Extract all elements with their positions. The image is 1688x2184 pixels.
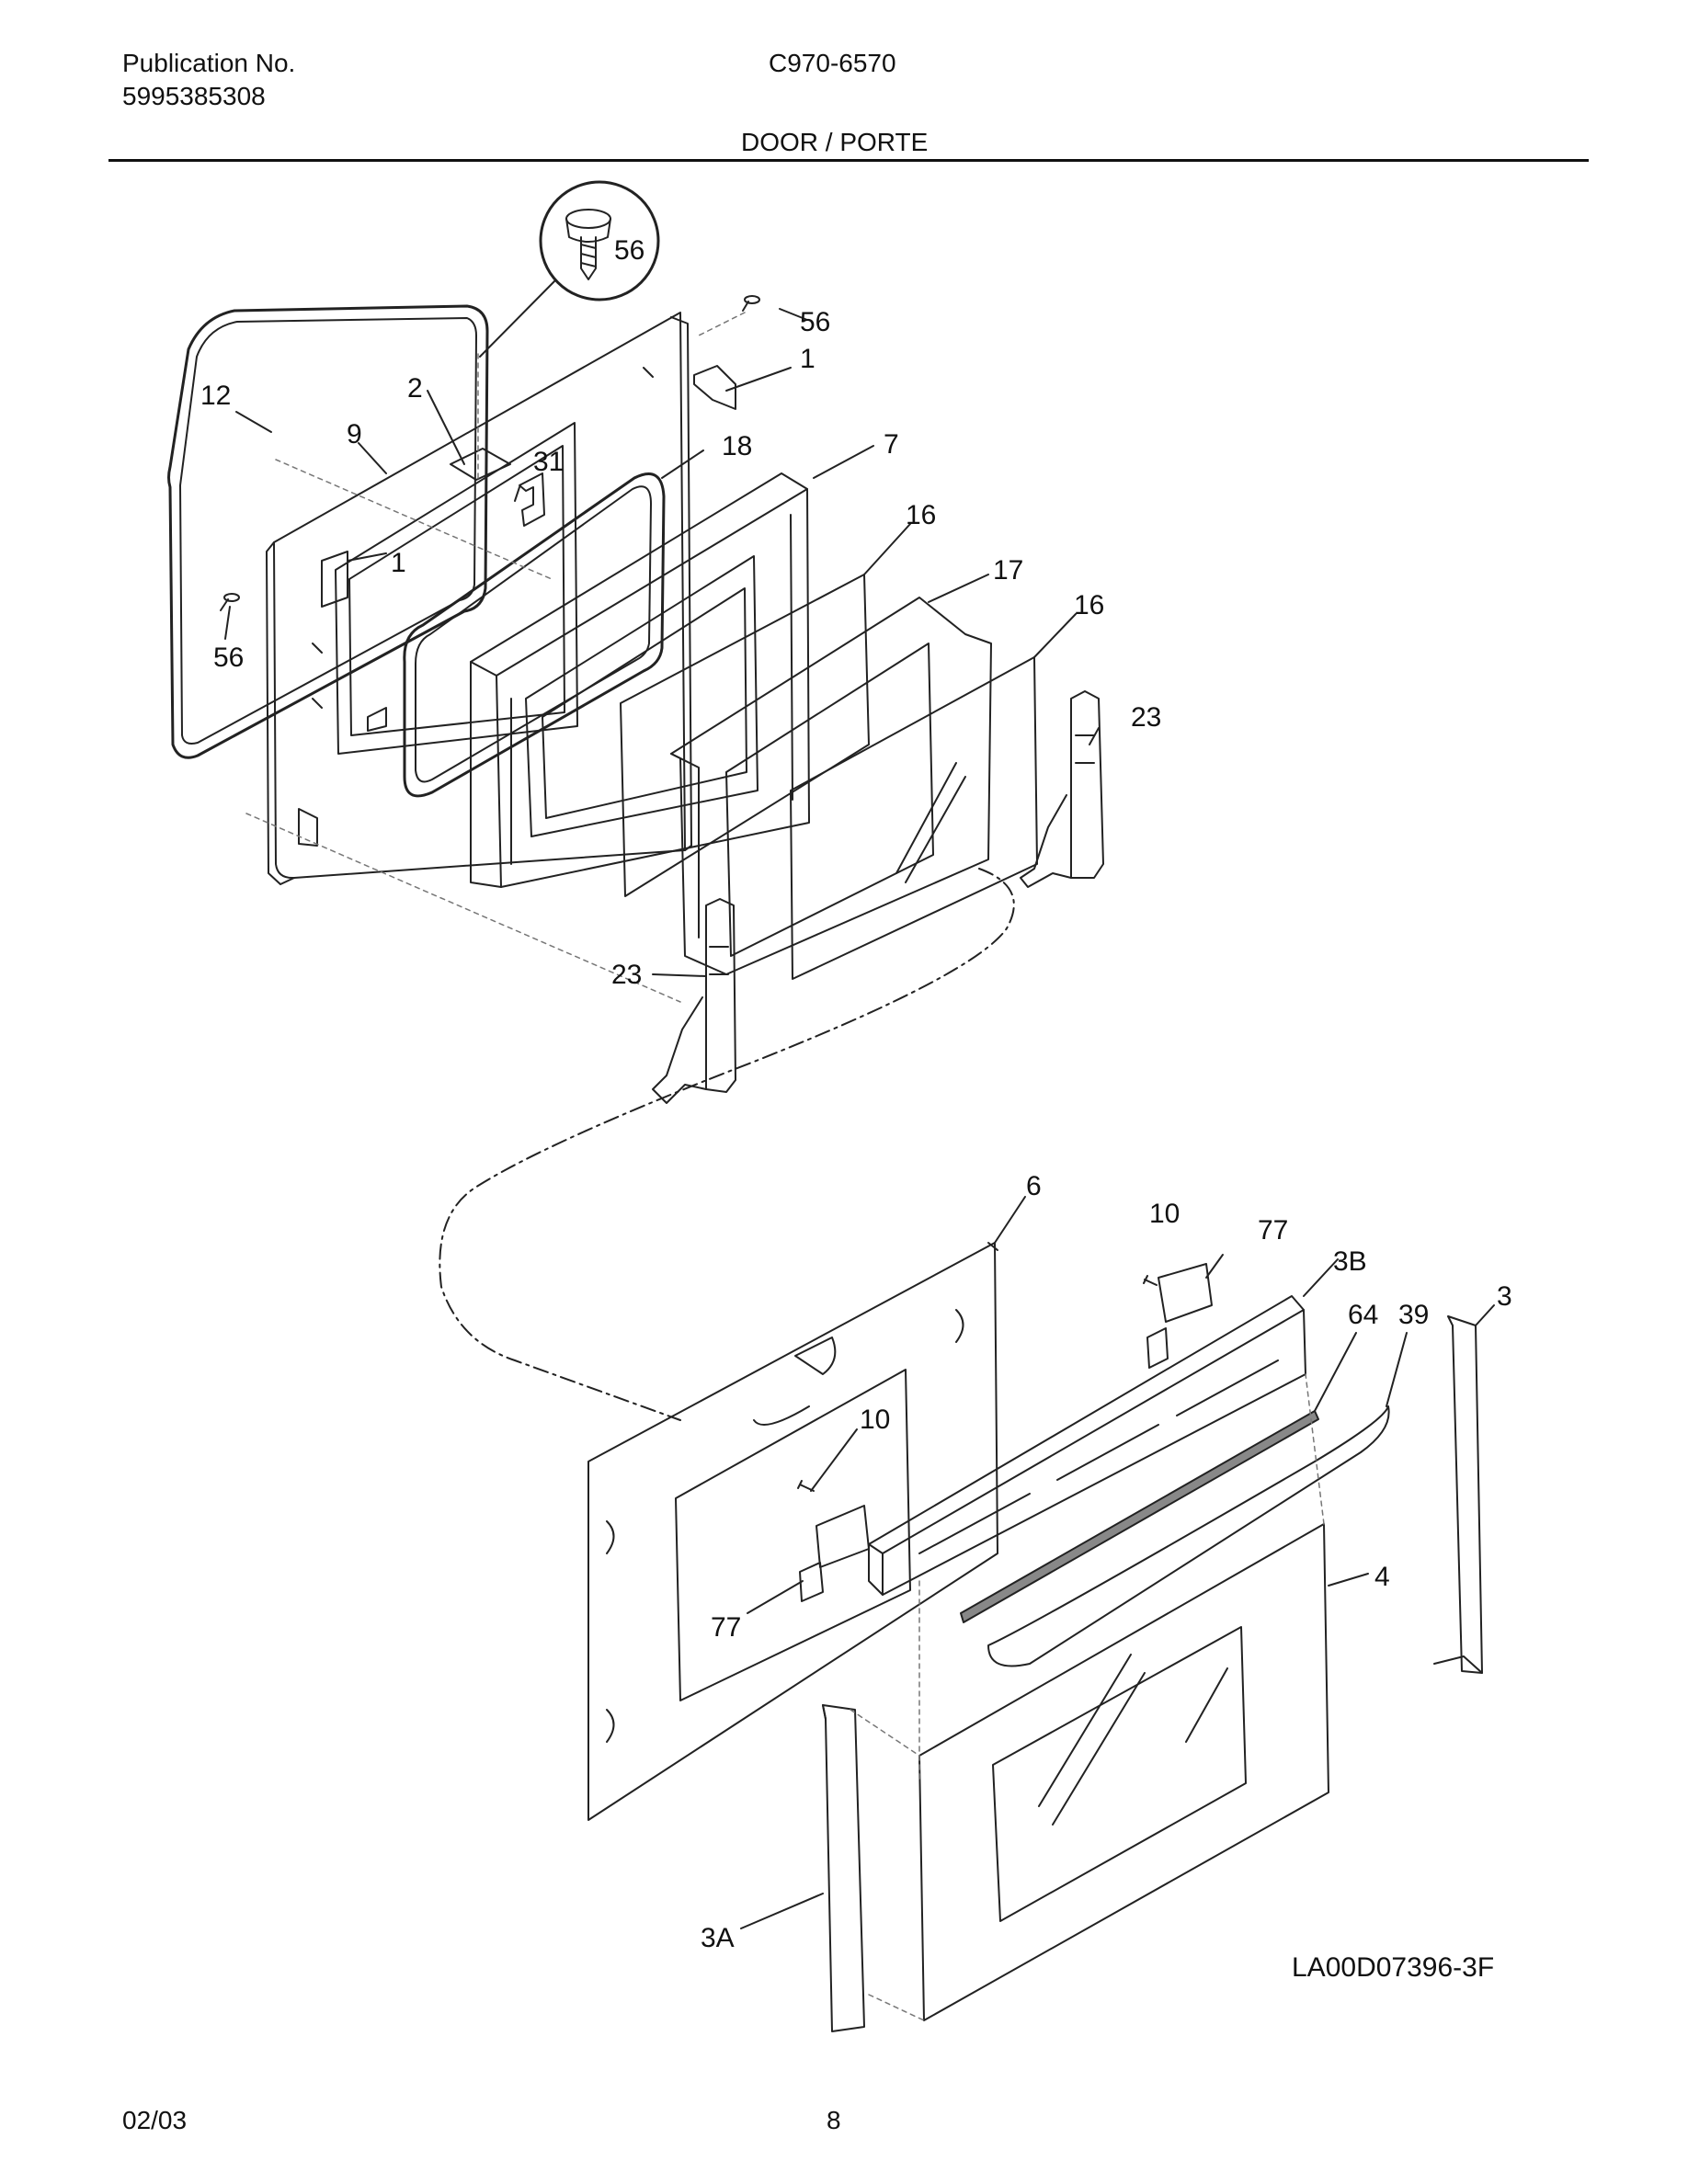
- handle-bracket-upper: [1146, 1263, 1213, 1369]
- callout-frame: 7: [884, 429, 899, 460]
- callout-side-trim-left: 3A: [701, 1923, 735, 1953]
- publication-label: Publication No.: [122, 49, 296, 77]
- callout-handle: 39: [1398, 1300, 1429, 1330]
- screw-left: [220, 593, 240, 611]
- callout-top-bracket: 1: [800, 344, 815, 374]
- model-number: C970-6570: [769, 49, 896, 77]
- upper-guides: [245, 312, 746, 1003]
- window-seal: [403, 472, 666, 798]
- callout-glass-1: 16: [906, 500, 936, 530]
- hinge-left: [652, 898, 736, 1104]
- handle-bracket-lower: [799, 1505, 870, 1602]
- publication-number: 5995385308: [122, 82, 266, 110]
- screw-top: [742, 295, 760, 312]
- callout-left-bracket: 1: [391, 548, 406, 578]
- callout-handle-base: 3B: [1333, 1246, 1367, 1277]
- glass-pane-1: [620, 574, 870, 897]
- callout-screw-inset: 56: [614, 235, 644, 266]
- callout-hinge-left: 23: [611, 960, 642, 990]
- side-trim-right: [1433, 1315, 1483, 1674]
- latch: [519, 472, 545, 527]
- screw-upper: [1143, 1275, 1158, 1286]
- callout-side-trim-right: 3: [1497, 1281, 1512, 1312]
- bracket-left: [321, 551, 348, 608]
- handle-trim: [960, 1410, 1319, 1623]
- callout-top-screw: 56: [800, 307, 830, 337]
- page-number: 8: [827, 2106, 841, 2134]
- lower-guides: [850, 1373, 1325, 2021]
- callout-outer-panel: 6: [1026, 1171, 1042, 1201]
- callout-inner-panel: 9: [347, 419, 362, 449]
- callout-handle-bracket-upper: 77: [1258, 1215, 1288, 1246]
- callout-handle-trim: 64: [1348, 1300, 1378, 1330]
- glass-frame: [670, 597, 992, 975]
- callout-plate: 2: [407, 373, 423, 404]
- outer-door-panel: [587, 1242, 998, 1821]
- assembly-connector: [439, 868, 1015, 1421]
- hinge-right: [1020, 690, 1104, 888]
- diagram-code: LA00D07396-3F: [1292, 1952, 1494, 1983]
- callout-glass-frame: 17: [993, 555, 1023, 586]
- door-gasket: [167, 304, 489, 759]
- callout-glass-2: 16: [1074, 590, 1104, 620]
- handle: [987, 1405, 1390, 1667]
- callout-left-screw: 56: [213, 643, 244, 673]
- callout-latch: 31: [533, 447, 564, 477]
- callout-hinge-right: 23: [1131, 702, 1161, 733]
- header-divider: [108, 159, 1589, 162]
- callout-screw-upper: 10: [1149, 1199, 1180, 1229]
- publication-date: 02/03: [122, 2106, 188, 2134]
- plate: [450, 448, 511, 481]
- section-title: DOOR / PORTE: [741, 128, 929, 156]
- callout-handle-bracket-lower: 77: [711, 1612, 741, 1643]
- leader-lines: [224, 308, 1495, 1929]
- glass-pane-2: [790, 656, 1038, 980]
- callout-seal: 18: [722, 431, 752, 461]
- callout-outer-glass: 4: [1374, 1562, 1390, 1592]
- door-frame: [470, 472, 810, 888]
- callout-gasket: 12: [200, 381, 231, 411]
- side-trim-left: [822, 1704, 865, 2032]
- outer-glass: [918, 1523, 1329, 2021]
- callout-screw-lower: 10: [860, 1405, 890, 1435]
- bracket-top: [693, 365, 736, 410]
- screw-inset-circle: [479, 180, 660, 358]
